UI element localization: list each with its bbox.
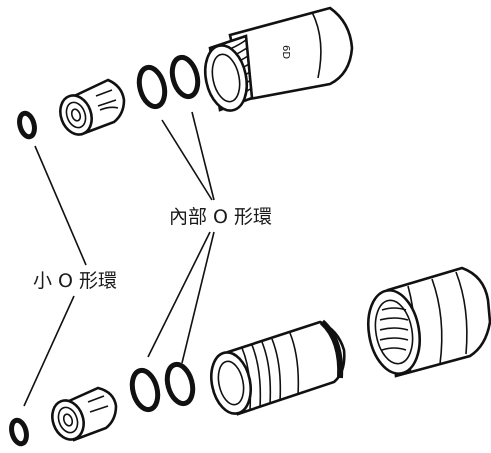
swirl-ring-lower xyxy=(51,386,118,442)
leader-line-inner-bottom-1 xyxy=(147,231,211,358)
inner-o-ring-upper-1 xyxy=(136,64,168,110)
small-o-ring-upper xyxy=(17,110,37,140)
leader-line-inner-bottom-2 xyxy=(181,231,215,364)
torch-body-lower xyxy=(210,319,346,416)
small-o-ring-label: 小 O 形環 xyxy=(30,270,121,292)
leader-line-inner-top-1 xyxy=(161,119,213,201)
inner-o-ring-lower-2 xyxy=(164,361,196,407)
upper-assembly: 6D xyxy=(17,6,354,140)
inner-o-ring-lower-1 xyxy=(129,367,161,413)
leader-lines xyxy=(23,111,215,407)
swirl-ring-upper xyxy=(59,78,126,136)
retaining-cap-lower xyxy=(367,266,491,378)
leader-line-inner-top-2 xyxy=(191,111,215,201)
lower-assembly xyxy=(9,266,491,447)
inner-o-ring-label: 內部 O 形環 xyxy=(166,206,276,228)
inner-o-ring-upper-2 xyxy=(169,54,201,100)
part-marking-text: 6D xyxy=(280,45,291,59)
leader-line-small-top xyxy=(34,145,87,266)
nozzle-body-upper: 6D xyxy=(203,6,354,112)
small-o-ring-lower xyxy=(9,417,29,447)
leader-line-small-bottom xyxy=(23,295,75,407)
